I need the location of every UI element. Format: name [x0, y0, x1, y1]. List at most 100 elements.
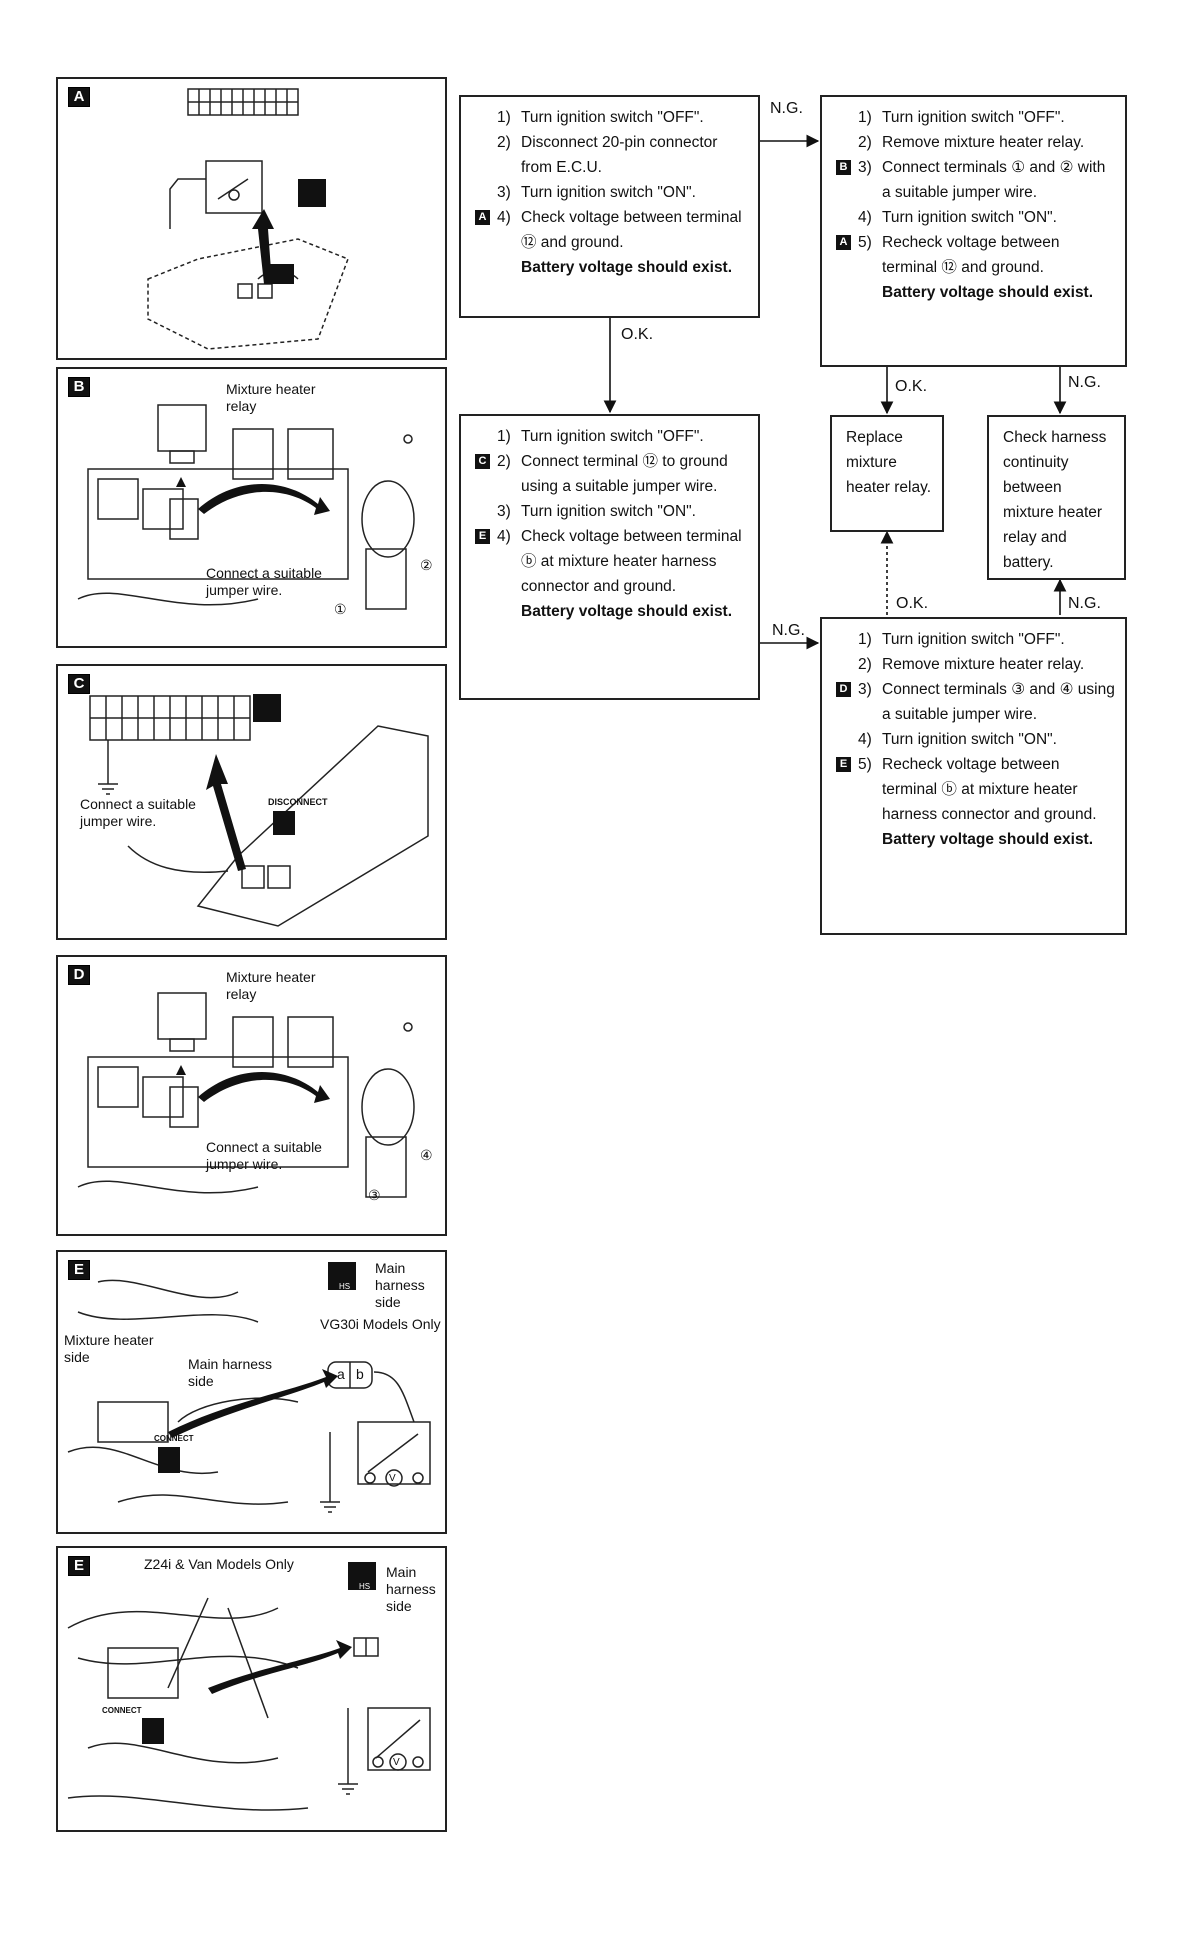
jumper-wire-label: Connect a suitable jumper wire.: [206, 565, 322, 598]
step-text: Turn ignition switch "OFF".: [521, 428, 704, 445]
ng-label: N.G.: [1068, 595, 1101, 612]
step-text: Check voltage between terminal ⓑ at mixt…: [521, 528, 742, 595]
connect-label: CONNECT: [102, 1706, 142, 1715]
step-number: 1): [497, 109, 511, 126]
models-label: VG30i Models Only: [320, 1316, 441, 1332]
figure-ref-badge: B: [836, 160, 851, 176]
step-number: 3): [858, 681, 872, 698]
panel-badge: E: [68, 1556, 90, 1576]
terminal-4-label: ④: [420, 1147, 433, 1163]
figure-panel-a: A: [56, 77, 447, 360]
step-text: Turn ignition switch "ON".: [882, 209, 1057, 226]
ecu-jumper-illustration: [89, 694, 429, 927]
step-text: Turn ignition switch "OFF".: [882, 109, 1065, 126]
relay-label: Mixture heater relay: [226, 969, 316, 1002]
step-number: 2): [858, 656, 872, 673]
step-text: Turn ignition switch "OFF".: [882, 631, 1065, 648]
panel-badge: A: [68, 87, 90, 107]
ok-label: O.K.: [896, 595, 929, 612]
step-text: Remove mixture heater relay.: [882, 134, 1085, 151]
action-text: Replace mixture heater relay.: [846, 429, 932, 496]
figure-ref-badge: E: [475, 529, 490, 545]
relay-jumper-illustration: [77, 404, 415, 610]
ok-label: O.K.: [895, 378, 928, 395]
step-number: 3): [497, 184, 511, 201]
ng-label: N.G.: [1068, 374, 1101, 391]
step-number: 4): [497, 528, 511, 545]
voltmeter-label: V: [389, 1473, 396, 1484]
main-harness-side-label: Main harness side: [386, 1564, 436, 1614]
mixture-heater-side-label: Mixture heater side: [64, 1332, 154, 1365]
step-number: 3): [858, 159, 872, 176]
relay-label: Mixture heater relay: [226, 381, 316, 414]
harness-voltage-check-illustration: [67, 1562, 431, 1811]
expected-result: Battery voltage should exist.: [882, 831, 1094, 848]
panel-badge: C: [68, 674, 90, 694]
expected-result: Battery voltage should exist.: [521, 259, 733, 276]
step-text: Check voltage between terminal ⑫ and gro…: [521, 209, 742, 251]
terminal-2-label: ②: [420, 557, 433, 573]
step-text: Disconnect 20-pin connector from E.C.U.: [521, 134, 718, 176]
step-number: 4): [858, 731, 872, 748]
relay-jumper-illustration: [77, 992, 415, 1198]
step-number: 2): [497, 453, 511, 470]
figure-ref-badge: A: [475, 210, 490, 226]
ecu-connector-illustration: [147, 88, 349, 350]
step-number: 4): [858, 209, 872, 226]
step-box-initial-check: 1) Turn ignition switch "OFF". 2) Disconne…: [459, 95, 760, 318]
figure-panel-b: B Mixture heater relay Connect a suitabl…: [56, 367, 447, 648]
step-number: 1): [858, 631, 872, 648]
terminal-3-label: ③: [368, 1187, 381, 1203]
panel-badge: B: [68, 377, 90, 397]
step-text: Turn ignition switch "OFF".: [521, 109, 704, 126]
step-number: 2): [858, 134, 872, 151]
step-text: Turn ignition switch "ON".: [521, 503, 696, 520]
figure-ref-badge: A: [836, 235, 851, 251]
step-text: Recheck voltage between terminal ⑫ and g…: [882, 234, 1060, 276]
step-number: 5): [858, 234, 872, 251]
expected-result: Battery voltage should exist.: [521, 603, 733, 620]
voltmeter-label: V: [393, 1757, 400, 1768]
step-number: 1): [497, 428, 511, 445]
step-text: Remove mixture heater relay.: [882, 656, 1085, 673]
step-text: Turn ignition switch "ON".: [882, 731, 1057, 748]
step-number: 5): [858, 756, 872, 773]
action-box-check-harness: Check harness continuity between mixture…: [987, 415, 1126, 580]
step-number: 3): [497, 503, 511, 520]
figure-ref-badge: D: [836, 682, 851, 698]
ng-label: N.G.: [770, 100, 803, 117]
action-box-replace-relay: Replace mixture heater relay.: [830, 415, 944, 532]
step-number: 4): [497, 209, 511, 226]
figure-panel-c: C Connect a suitable jumper wire. DISCON…: [56, 664, 447, 940]
step-text: Connect terminals ③ and ④ using a suitab…: [882, 681, 1115, 723]
step-text: Recheck voltage between terminal ⓑ at mi…: [882, 756, 1097, 823]
terminal-b-label: b: [356, 1366, 364, 1382]
step-text: Connect terminal ⑫ to ground using a sui…: [521, 453, 728, 495]
ok-label: O.K.: [621, 326, 654, 343]
action-text: Check harness continuity between mixture…: [1003, 429, 1107, 571]
hs-label: HS: [339, 1282, 351, 1291]
figure-panel-e-vg30i: E HS Main harness side VG30i Models Only…: [56, 1250, 447, 1534]
step-box-heater-jumper-check: 1) Turn ignition switch "OFF". 2) Remove m…: [820, 617, 1127, 935]
panel-badge: D: [68, 965, 90, 985]
main-harness-side-label: Main harness side: [375, 1260, 425, 1310]
ng-label: N.G.: [772, 622, 805, 639]
jumper-wire-label: Connect a suitable jumper wire.: [206, 1139, 322, 1172]
step-number: 2): [497, 134, 511, 151]
disconnect-label: DISCONNECT: [268, 797, 328, 807]
figure-ref-badge: E: [836, 757, 851, 773]
terminal-1-label: ①: [334, 601, 347, 617]
step-number: 1): [858, 109, 872, 126]
jumper-wire-label: Connect a suitable jumper wire.: [80, 796, 196, 829]
hs-label: HS: [359, 1582, 371, 1591]
terminal-a-label: a: [337, 1366, 345, 1382]
harness-voltage-check-illustration: [67, 1262, 431, 1513]
expected-result: Battery voltage should exist.: [882, 284, 1094, 301]
figure-panel-d: D Mixture heater relay Connect a suitabl…: [56, 955, 447, 1236]
models-label: Z24i & Van Models Only: [144, 1556, 294, 1572]
main-harness-label: Main harness side: [188, 1356, 273, 1389]
panel-badge: E: [68, 1260, 90, 1280]
connect-label: CONNECT: [154, 1434, 194, 1443]
step-text: Connect terminals ① and ② with a suitabl…: [882, 159, 1106, 201]
